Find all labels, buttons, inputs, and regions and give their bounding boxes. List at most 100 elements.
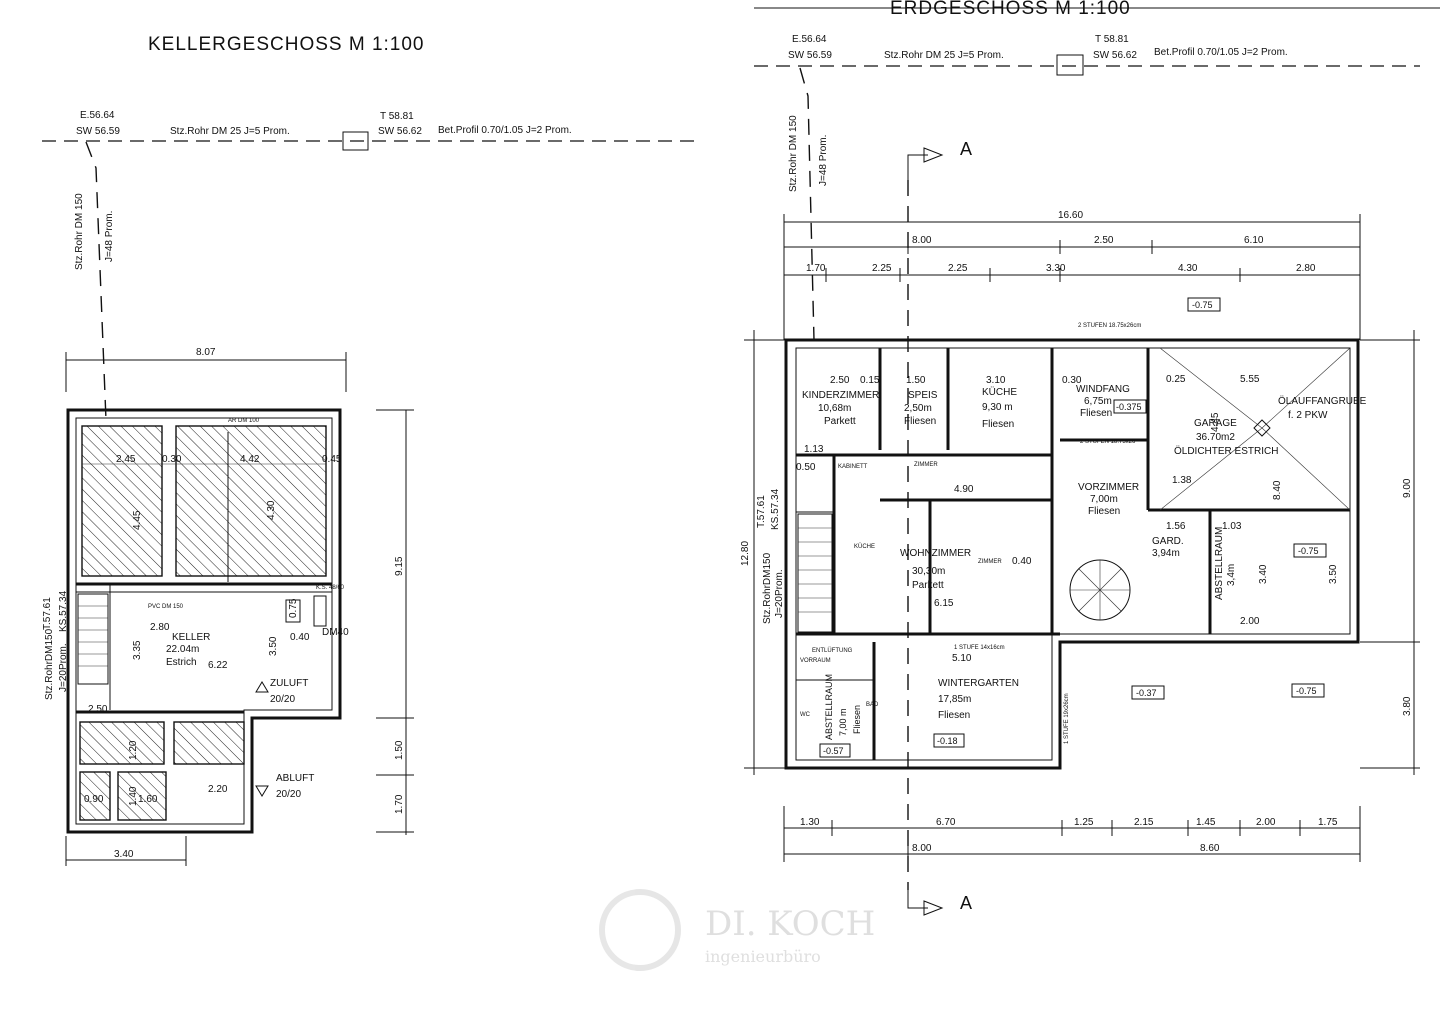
- svg-text:6.70: 6.70: [936, 817, 956, 828]
- g-left-pipe-d: J=20Prom.: [774, 569, 785, 618]
- dim-030: 0.30: [162, 454, 182, 465]
- section-marker-top: [907, 154, 928, 180]
- keller-area: 22.04m: [166, 644, 199, 655]
- room-kueche-area: 9,30 m: [982, 402, 1013, 413]
- dim-140: 1.40: [128, 786, 139, 806]
- dim-335: 3.35: [132, 640, 143, 660]
- level-7: -0.375: [1116, 402, 1142, 412]
- basement-outer-wall: [66, 408, 342, 834]
- room-vorraum: VORRAUM: [800, 658, 831, 664]
- gdim-170: 1.70: [806, 263, 826, 274]
- svg-text:3.10: 3.10: [986, 375, 1006, 386]
- section-marker-bottom: [907, 890, 928, 909]
- svg-text:0.15: 0.15: [860, 375, 880, 386]
- room-garage-area: 36.70m2: [1196, 432, 1235, 443]
- svg-text:8.40: 8.40: [1272, 480, 1283, 500]
- g-sewer-sw1: SW 56.59: [788, 50, 832, 61]
- dim-120: 1.20: [128, 740, 139, 760]
- room-speis-area: 2,50m: [904, 403, 932, 414]
- dim-bottom: 3.40: [114, 849, 134, 860]
- basement-stair: [77, 593, 109, 685]
- room-winter-area: 17,85m: [938, 694, 971, 705]
- zuluft-arrow: [255, 681, 269, 693]
- watermark-brand: DI. KOCH: [705, 904, 875, 944]
- dim-430: 4.30: [266, 500, 277, 520]
- svg-text:0.30: 0.30: [1062, 375, 1082, 386]
- svg-text:0.50: 0.50: [796, 462, 816, 473]
- room-abst2-area: 7,00 m: [838, 708, 848, 736]
- ground-floor-plan: ERDGESCHOSS M 1:100 E.56.64 SW 56.59 Stz…: [740, 0, 1440, 916]
- dim-045: 0.45: [322, 454, 342, 465]
- room-abst-area: 3,4m: [1226, 564, 1237, 586]
- left-pipe-d: J=20Prom.: [58, 643, 69, 692]
- gdim-430: 4.30: [1178, 263, 1198, 274]
- svg-text:5.10: 5.10: [952, 653, 972, 664]
- room-vorz-floor: Fliesen: [1088, 506, 1120, 517]
- keller-floor: Estrich: [166, 657, 197, 668]
- foundation-block-3: [79, 721, 165, 765]
- dim-220: 2.20: [208, 784, 228, 795]
- level-5: -0.18: [937, 736, 958, 746]
- svg-text:1.56: 1.56: [1166, 521, 1186, 532]
- room-windfang-area: 6,75m: [1084, 396, 1112, 407]
- svg-text:8.00: 8.00: [912, 843, 932, 854]
- g-sewer-sw2: SW 56.62: [1093, 50, 1137, 61]
- svg-text:1.38: 1.38: [1172, 475, 1192, 486]
- svg-text:1.50: 1.50: [906, 375, 926, 386]
- section-label-top: A: [960, 139, 972, 159]
- abluft-size: 20/20: [276, 789, 301, 800]
- basement-title: KELLERGESCHOSS M 1:100: [148, 34, 425, 55]
- branch-pipe: [85, 141, 107, 421]
- g-dim-left: 12.80: [740, 541, 751, 566]
- room-garage: GARAGE: [1194, 418, 1237, 429]
- room-oel2: f. 2 PKW: [1288, 410, 1328, 421]
- section-label-bottom: A: [960, 893, 972, 913]
- dim-170: 1.70: [394, 794, 405, 814]
- room-kueche: KÜCHE: [982, 386, 1017, 398]
- svg-text:1.75: 1.75: [1318, 817, 1338, 828]
- dim-090: 0.90: [84, 794, 104, 805]
- room-speis: SPEIS: [908, 390, 938, 401]
- dim-442: 4.42: [240, 454, 260, 465]
- room-kueche-floor: Fliesen: [982, 419, 1014, 430]
- room-gard-area: 3,94m: [1152, 548, 1180, 559]
- svg-text:1.45: 1.45: [1196, 817, 1216, 828]
- dim-280: 2.80: [150, 622, 170, 633]
- left-pipe-c: Stz.RohrDM150: [44, 628, 55, 700]
- room-abst: ABSTELLRAUM: [1214, 527, 1225, 600]
- ground-title: ERDGESCHOSS M 1:100: [890, 0, 1131, 19]
- room-wc: WC: [800, 712, 811, 718]
- gdim-225a: 2.25: [872, 263, 892, 274]
- svg-text:3.50: 3.50: [1328, 564, 1339, 584]
- room-kinder-floor: Parkett: [824, 416, 856, 427]
- dim-245: 2.45: [116, 454, 136, 465]
- level-2: -0.75: [1298, 546, 1319, 556]
- gdim-250: 2.50: [1094, 235, 1114, 246]
- dim-075: 0.75: [288, 598, 299, 618]
- room-abst2-floor: Fliesen: [852, 705, 862, 734]
- svg-text:6.15: 6.15: [934, 598, 954, 609]
- basement-plan: KELLERGESCHOSS M 1:100 E.56.64 SW 56.59 …: [42, 34, 700, 866]
- svg-text:1.25: 1.25: [1074, 817, 1094, 828]
- branch-pipe-label: Stz.Rohr DM 150: [74, 193, 85, 270]
- ground-inner-dims: 2.50 0.15 1.50 3.10 0.30 0.25 5.55 1.38 …: [796, 374, 1339, 664]
- sewer-sw2: SW 56.62: [378, 126, 422, 137]
- room-entl: ENTLÜFTUNG: [812, 647, 853, 654]
- svg-text:8.60: 8.60: [1200, 843, 1220, 854]
- dim-040: 0.40: [290, 632, 310, 643]
- svg-text:2.50: 2.50: [830, 375, 850, 386]
- watermark-sub: ingenieurbüro: [705, 947, 821, 966]
- ground-branch-pipe: [799, 67, 815, 341]
- stair-note-2: 2 STUFEN 18.75x26: [1080, 439, 1136, 445]
- room-garage-floor: ÖLDICHTER ESTRICH: [1174, 445, 1278, 457]
- g-dim-900: 9.00: [1402, 478, 1413, 498]
- manhole-box: [342, 131, 369, 151]
- gdim-280: 2.80: [1296, 263, 1316, 274]
- g-sewer-pipe: Stz.Rohr DM 25 J=5 Prom.: [884, 50, 1004, 61]
- level-3: -0.37: [1136, 688, 1157, 698]
- dim-350: 3.50: [268, 636, 279, 656]
- svg-text:5.55: 5.55: [1240, 374, 1260, 385]
- left-pipe-a: T.57.61: [42, 597, 53, 630]
- keller-name: KELLER: [172, 632, 210, 643]
